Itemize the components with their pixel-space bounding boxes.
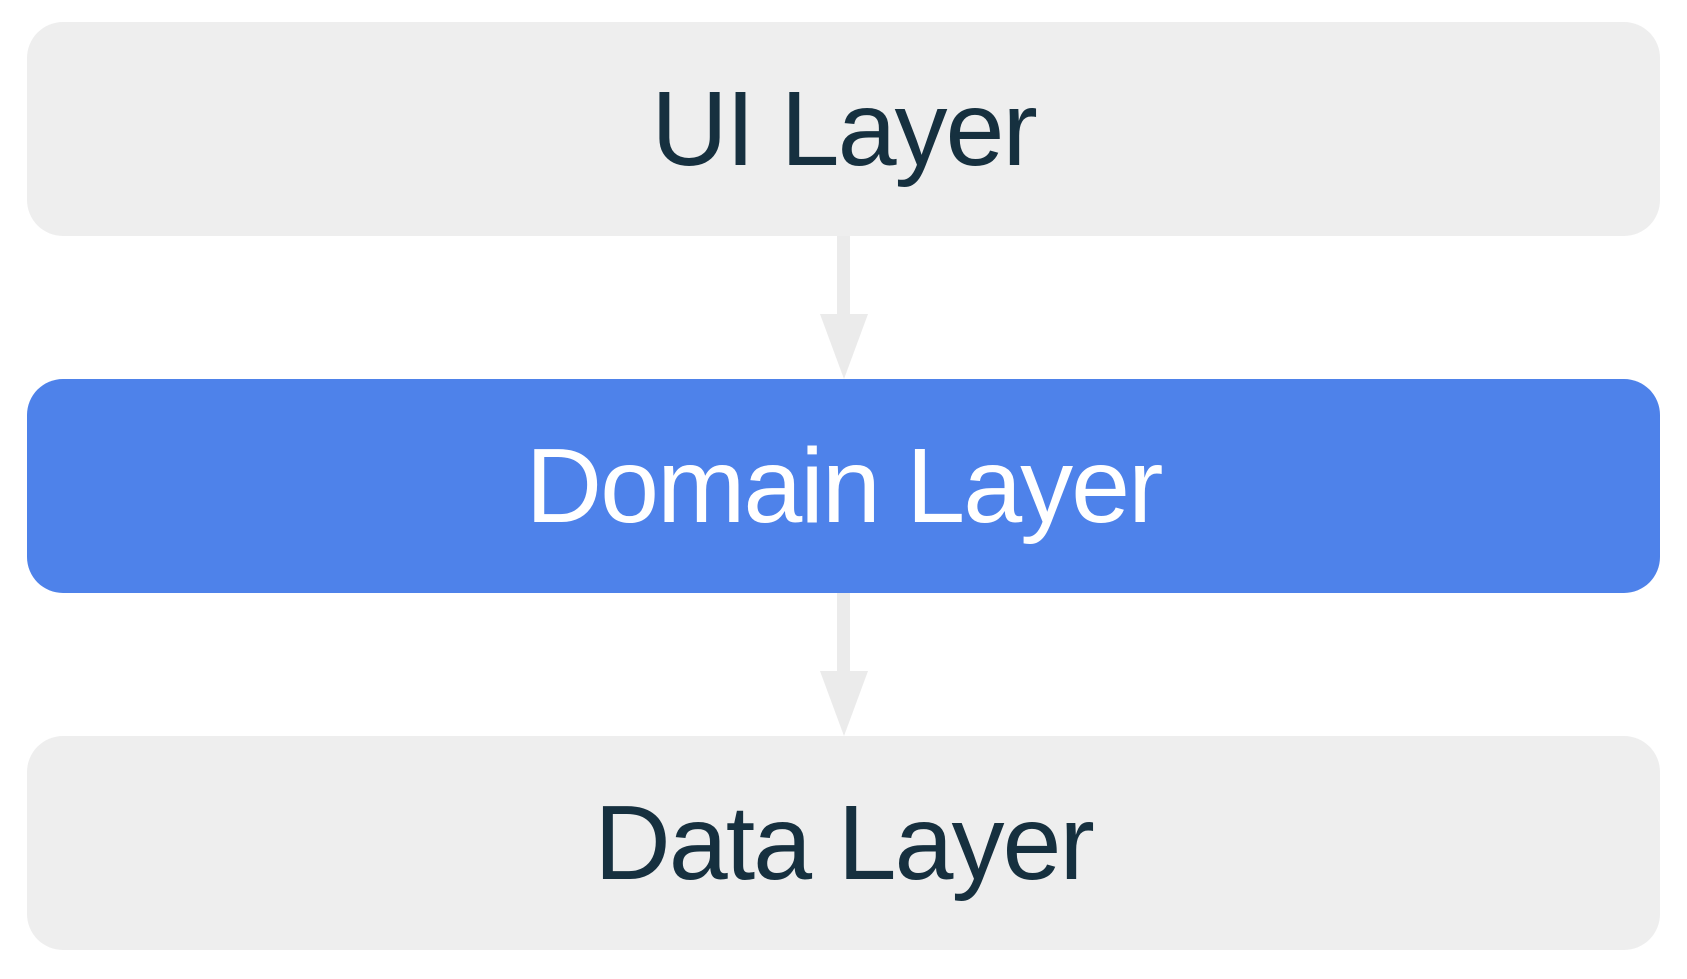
arrow-stem	[837, 236, 850, 314]
arrow-stem	[837, 593, 850, 671]
layer-box-domain: Domain Layer	[27, 379, 1660, 593]
arrow-head	[819, 671, 868, 736]
down-arrow-icon	[27, 236, 1660, 379]
layer-box-data: Data Layer	[27, 736, 1660, 950]
arrow-head	[819, 314, 868, 379]
layer-label-data: Data Layer	[594, 784, 1095, 902]
layer-label-ui: UI Layer	[651, 70, 1038, 188]
down-arrow-icon	[27, 593, 1660, 736]
layer-label-domain: Domain Layer	[525, 427, 1164, 545]
layer-box-ui: UI Layer	[27, 22, 1660, 236]
